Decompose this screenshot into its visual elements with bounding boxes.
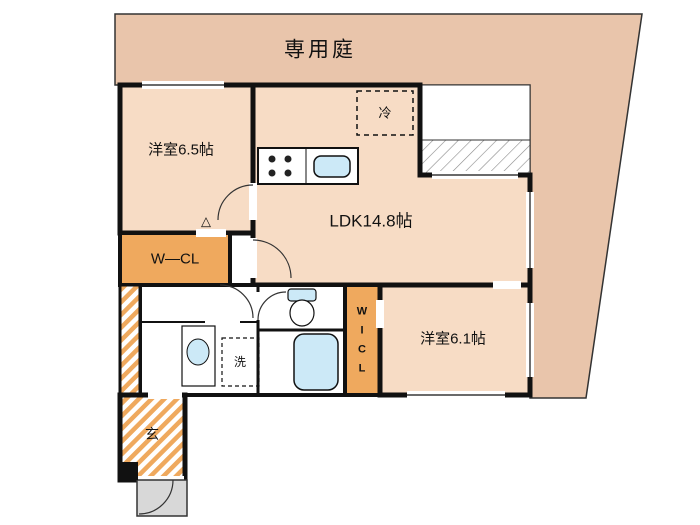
door-direction-marker: △ (201, 213, 211, 229)
kitchen-sink (313, 155, 351, 178)
wicl-letter: I (360, 324, 364, 337)
laundry-label: 洗 (233, 355, 247, 369)
room-west-2-label: 洋室6.1帖 (420, 330, 486, 348)
room-west-1 (117, 82, 256, 236)
door-opening-west2 (493, 281, 521, 289)
window-ldk-top (432, 171, 518, 179)
room-west-1-label: 洋室6.5帖 (148, 141, 214, 159)
pipe-shaft-hatch (118, 283, 142, 397)
garden-label: 専用庭 (284, 38, 356, 62)
window-ldk-right (526, 192, 534, 268)
service-nook-hatch (419, 139, 531, 176)
door-opening-ldk-hall (249, 238, 257, 278)
door-opening-wcl (196, 229, 226, 237)
window-west2-right (526, 303, 534, 377)
fridge-space (356, 90, 414, 136)
wicl-letter: C (358, 343, 366, 356)
door-arc-hall (219, 284, 254, 319)
vanity-sink (181, 325, 216, 387)
walk-in-closet-2-label: W I C L (357, 306, 367, 375)
door-arc-entrance (138, 479, 174, 515)
window-west1-top (142, 81, 224, 89)
walk-in-closet-1 (118, 231, 232, 287)
entrance-label: 玄 (145, 426, 159, 442)
stove-burner (284, 155, 292, 163)
wicl-letter: W (356, 305, 368, 318)
door-arc-ldk (252, 239, 292, 279)
stove-burner (268, 169, 276, 177)
door-opening-west1 (249, 183, 257, 220)
toilet (287, 288, 317, 327)
window-west2-bottom (407, 391, 505, 399)
door-arc-west1 (217, 184, 254, 221)
door-opening-wicl (376, 300, 384, 328)
bathtub (293, 333, 339, 391)
door-opening-genkan-hall (148, 391, 182, 399)
fridge-label: 冷 (378, 105, 392, 121)
entrance-porch (136, 479, 188, 517)
kitchen-counter (257, 147, 359, 185)
stove-burner (268, 155, 276, 163)
walk-in-closet-1-label: W—CL (150, 250, 200, 268)
door-arc-toilet (257, 291, 287, 321)
wicl-letter: L (358, 362, 366, 375)
door-opening-toilet (254, 292, 262, 320)
ldk-label: LDK14.8帖 (329, 211, 413, 231)
pillar (120, 462, 138, 480)
stove-burner (284, 169, 292, 177)
garden-area (114, 13, 643, 399)
